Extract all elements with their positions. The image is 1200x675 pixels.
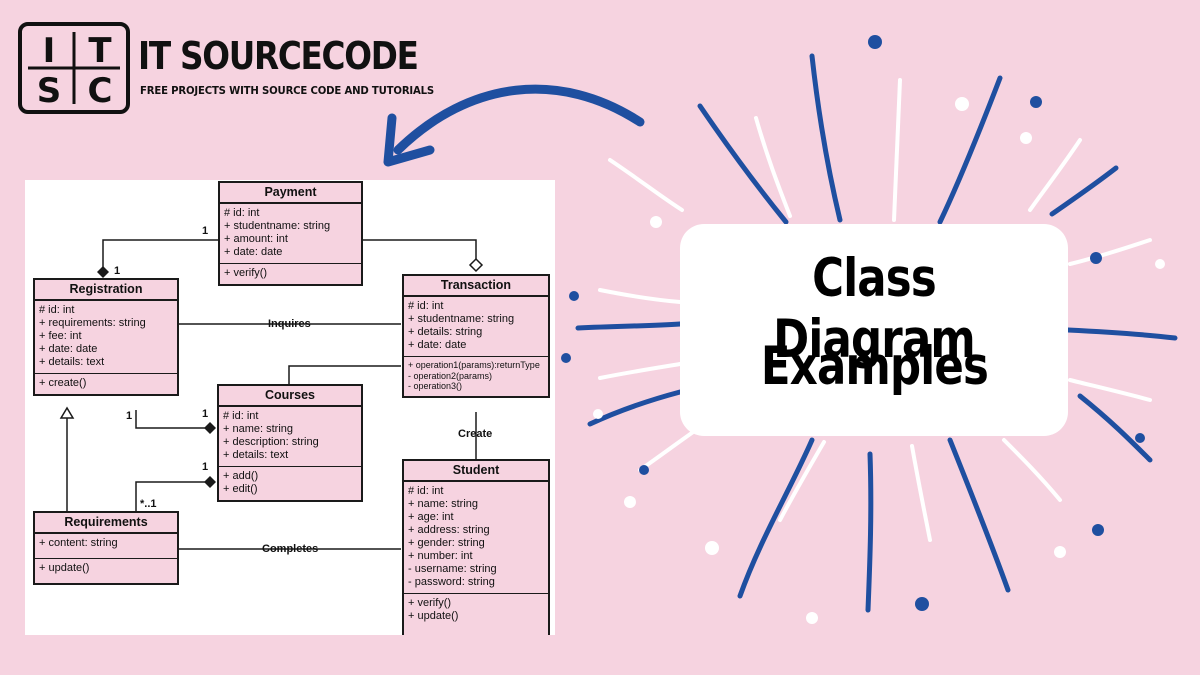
class-name: Payment: [220, 183, 361, 204]
operation: + update(): [39, 562, 90, 574]
multiplicity-label: *..1: [140, 498, 157, 510]
class-name: Transaction: [404, 276, 548, 297]
operation: + verify(): [224, 267, 268, 279]
attributes: + content: string: [35, 534, 177, 558]
it-sourcecode-logo: I T S C: [18, 22, 130, 114]
attribute: # id: int: [39, 304, 75, 316]
logo-letter-t: T: [88, 31, 112, 71]
aggregation-diamond-icon: [468, 257, 484, 273]
class-student: Student # id: int + name: string + age: …: [402, 459, 550, 635]
operation: + create(): [39, 377, 87, 389]
attributes: # id: int + name: string + description: …: [219, 407, 361, 466]
attribute: + amount: int: [224, 233, 288, 245]
payment-transaction-link: [362, 239, 477, 262]
class-payment: Payment # id: int + studentname: string …: [218, 181, 363, 286]
attributes: # id: int + studentname: string + amount…: [220, 204, 361, 263]
attribute: # id: int: [408, 485, 444, 497]
attribute: + name: string: [223, 423, 294, 435]
operation: + verify(): [408, 597, 452, 609]
title-callout: Class Diagram Examples: [680, 224, 1068, 436]
attribute: + studentname: string: [224, 220, 331, 232]
payment-registration-link: [102, 239, 218, 272]
operations: + update(): [35, 558, 177, 583]
operations: + verify() + update(): [404, 593, 548, 627]
attribute: + studentname: string: [408, 313, 515, 325]
logo-letter-c: C: [88, 71, 113, 111]
multiplicity-label: 1: [202, 461, 209, 473]
attribute: # id: int: [408, 300, 444, 312]
operation: - operation3(): [408, 381, 463, 391]
composition-diamond-icon: [204, 422, 216, 434]
courses-transaction-link: [288, 365, 401, 384]
composition-diamond-icon: [204, 476, 216, 488]
multiplicity-label: 1: [202, 225, 209, 237]
curved-arrow-shaft: [393, 84, 645, 155]
brand-subtitle: FREE PROJECTS WITH SOURCE CODE AND TUTOR…: [140, 84, 435, 97]
attribute: + age: int: [408, 511, 454, 523]
class-transaction: Transaction # id: int + studentname: str…: [402, 274, 550, 398]
operations: + operation1(params):returnType - operat…: [404, 356, 548, 396]
relation-label-completes: Completes: [262, 543, 319, 555]
class-diagram-panel: Inquires Create Completes 1 1 1 1 1 *..1…: [25, 180, 555, 635]
attribute: # id: int: [224, 207, 260, 219]
attributes: # id: int + requirements: string + fee: …: [35, 301, 177, 373]
diagram-connectors: [59, 239, 484, 550]
multiplicity-label: 1: [126, 410, 133, 422]
operations: + create(): [35, 373, 177, 394]
attribute: + name: string: [408, 498, 479, 510]
attribute: + gender: string: [408, 537, 485, 549]
class-name: Student: [404, 461, 548, 482]
attribute: + content: string: [39, 537, 118, 549]
operation: - operation2(params): [408, 370, 493, 381]
attribute: + details: text: [223, 449, 289, 461]
class-requirements: Requirements + content: string + update(…: [33, 511, 179, 585]
attribute: + address: string: [408, 524, 490, 536]
requirements-courses-link: [135, 481, 208, 513]
relation-label-inquires: Inquires: [268, 318, 311, 330]
operation: + operation1(params):returnType: [408, 360, 540, 370]
attribute: - password: string: [408, 576, 495, 588]
callout-title-line1: Class Diagram: [773, 248, 976, 370]
attribute: + number: int: [408, 550, 473, 562]
operation: + edit(): [223, 483, 258, 495]
multiplicity-label: 1: [114, 265, 121, 277]
logo-letter-i: I: [43, 31, 56, 71]
registration-courses-link: [135, 410, 208, 429]
class-registration: Registration # id: int + requirements: s…: [33, 278, 179, 396]
class-name: Courses: [219, 386, 361, 407]
operations: + add() + edit(): [219, 466, 361, 500]
attribute: + details: string: [408, 326, 483, 338]
attribute: - username: string: [408, 563, 497, 575]
attributes: # id: int + studentname: string + detail…: [404, 297, 548, 356]
multiplicity-label: 1: [202, 408, 209, 420]
class-name: Registration: [35, 280, 177, 301]
operations: + verify(): [220, 263, 361, 284]
relation-label-create: Create: [458, 428, 493, 440]
operation: + update(): [408, 610, 459, 622]
attribute: + fee: int: [39, 330, 82, 342]
logo-letter-s: S: [37, 71, 62, 111]
composition-diamond-icon: [97, 266, 109, 278]
attribute: + date: date: [408, 339, 467, 351]
attribute: + requirements: string: [39, 317, 146, 329]
arrow-head-icon: [383, 113, 435, 167]
class-name: Requirements: [35, 513, 177, 534]
attribute: + date: date: [39, 343, 98, 355]
class-courses: Courses # id: int + name: string + descr…: [217, 384, 363, 502]
attribute: + date: date: [224, 246, 283, 258]
attribute: + details: text: [39, 356, 105, 368]
generalization-triangle-icon: [59, 406, 75, 419]
attribute: + description: string: [223, 436, 319, 448]
operation: + add(): [223, 470, 259, 482]
attributes: # id: int + name: string + age: int + ad…: [404, 482, 548, 593]
callout-title-line2: Examples: [760, 336, 988, 397]
attribute: # id: int: [223, 410, 259, 422]
brand-title: IT SOURCECODE: [138, 34, 419, 78]
